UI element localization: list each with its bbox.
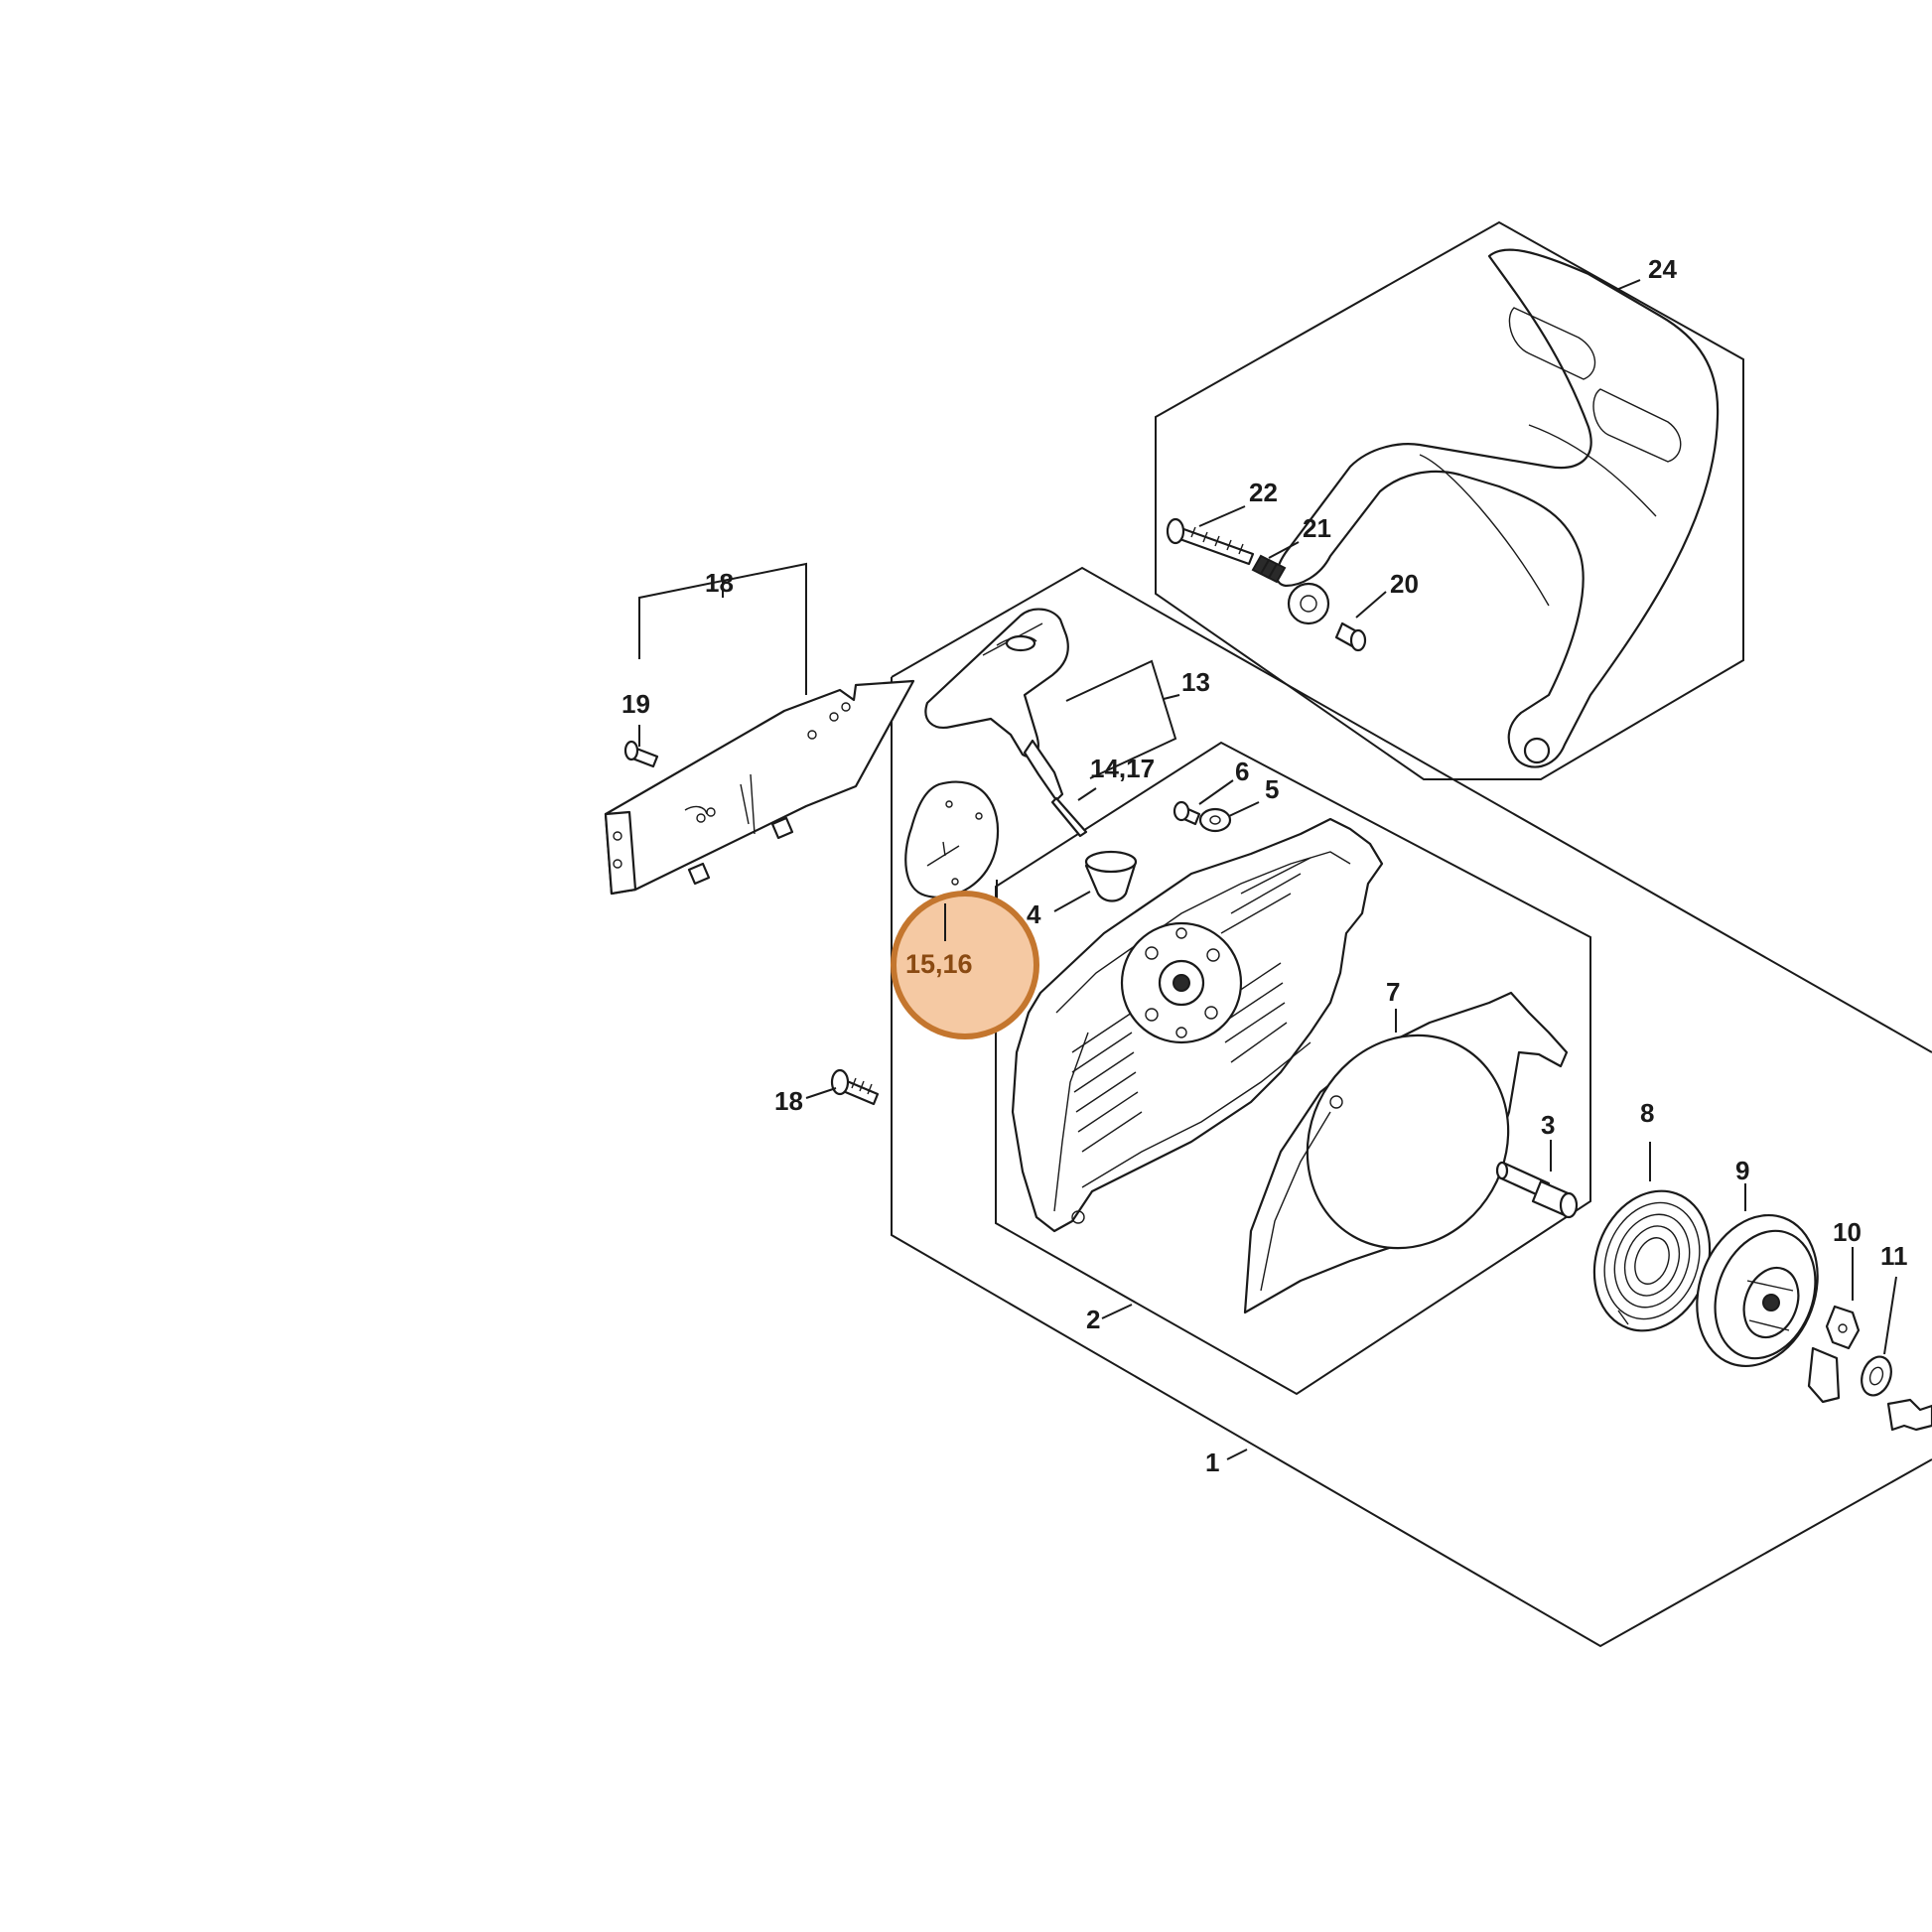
screw-18 <box>830 1068 880 1106</box>
callout-22[interactable]: 20 <box>1390 569 1419 599</box>
cover-plate-19 <box>604 679 915 896</box>
callout-18[interactable]: 18 <box>774 1086 803 1116</box>
callout-21[interactable]: 24 <box>1648 254 1677 284</box>
callout-1[interactable]: 1 <box>1205 1448 1219 1477</box>
callout-9[interactable]: 9 <box>1735 1156 1749 1185</box>
screw-6 <box>1173 800 1201 826</box>
fan-housing-2 <box>1011 817 1384 1233</box>
callout-8[interactable]: 8 <box>1640 1098 1654 1128</box>
starter-grip-13 <box>924 608 1088 838</box>
callout-15-16[interactable]: 15,16 <box>905 949 973 979</box>
callout-7[interactable]: 7 <box>1386 977 1400 1007</box>
washer-11 <box>1861 1355 1892 1397</box>
screw-24 <box>1166 517 1255 566</box>
sleeve-22 <box>1334 621 1367 652</box>
callout-23[interactable]: 21 <box>1303 513 1331 543</box>
spring-clip-partial <box>1886 1398 1932 1432</box>
callout-10[interactable]: 10 <box>1833 1217 1862 1247</box>
group-frame-2 <box>995 741 1591 1396</box>
rope-rotor-9 <box>1696 1213 1819 1368</box>
guide-plate-7 <box>1243 991 1569 1314</box>
callout-13[interactable]: 13 <box>1181 667 1210 697</box>
screw-20 <box>623 740 659 768</box>
callout-11[interactable]: 11 <box>1880 1241 1908 1271</box>
pawl-10 <box>1807 1305 1861 1404</box>
callout-19[interactable]: 18 <box>705 568 734 598</box>
hand-guard-part <box>1275 248 1720 768</box>
bolt-3 <box>1495 1161 1579 1219</box>
group-frame-21 <box>1155 220 1744 780</box>
callout-14-17[interactable]: 14,17 <box>1090 754 1155 783</box>
highlight-circle <box>891 891 1039 1039</box>
callout-20[interactable]: 19 <box>621 689 650 719</box>
spring-23 <box>1251 554 1287 584</box>
callout-2[interactable]: 2 <box>1086 1305 1100 1334</box>
callout-5[interactable]: 5 <box>1265 774 1279 804</box>
rope-guide-4 <box>1084 850 1138 902</box>
callout-labels: 24 22 21 20 18 19 13 14,17 6 5 4 15,16 1… <box>621 254 1908 1477</box>
washer-5 <box>1198 807 1232 833</box>
plate-15-16 <box>904 780 1000 898</box>
callout-24[interactable]: 22 <box>1249 478 1278 507</box>
callout-6[interactable]: 6 <box>1235 757 1249 786</box>
callout-3[interactable]: 3 <box>1541 1110 1555 1140</box>
callout-4[interactable]: 4 <box>1027 899 1041 929</box>
